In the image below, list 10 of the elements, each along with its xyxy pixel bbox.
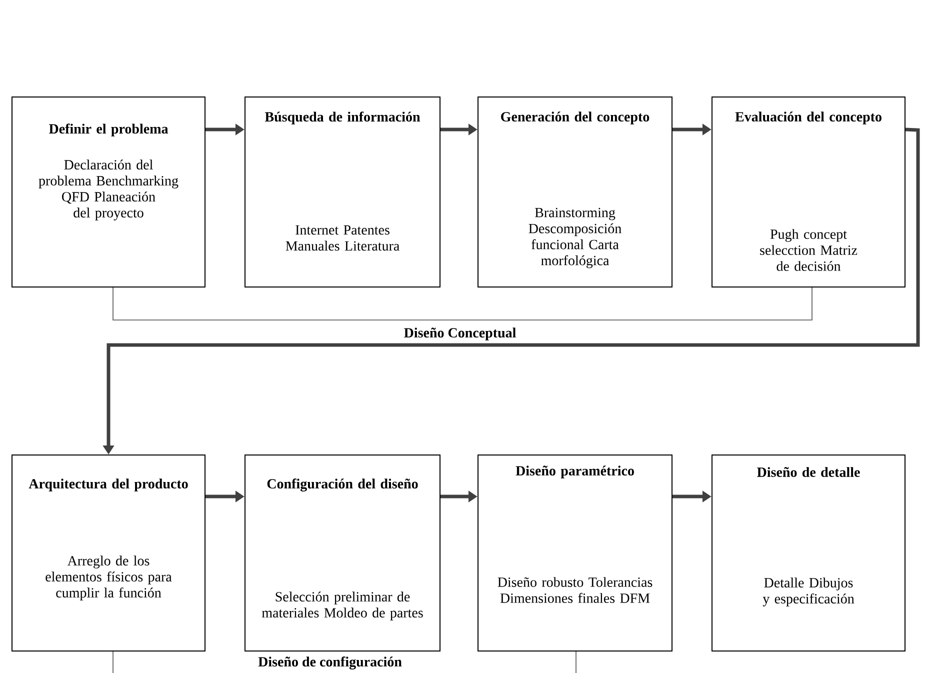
process-box: Búsqueda de información Internet Patentes Manuales Literatura (244, 96, 440, 288)
process-box: Generación del concepto Brainstorming Descomposición funcional Carta morfológica (478, 96, 672, 288)
phase-label: Diseño de configuración (256, 654, 404, 672)
phase-label: Diseño Conceptual (402, 326, 518, 342)
process-box: Diseño de detalle Detalle Dibujos y especificación (712, 454, 906, 652)
process-box: Arquitectura del producto Arreglo de los elementos físicos para cumplir la función (12, 454, 206, 652)
process-box: Configuración del diseño Selección preliminar de materiales Moldeo de partes (244, 454, 440, 652)
process-box: Definir el problema Declaración del problema Benchmarking QFD Planeación del proyecto (12, 96, 206, 288)
process-box: Diseño paramétrico Diseño robusto Tolerancias Dimensiones finales DFM (478, 454, 672, 652)
process-box: Evaluación del concepto Pugh concept selecction Matriz de decisión (712, 96, 906, 288)
